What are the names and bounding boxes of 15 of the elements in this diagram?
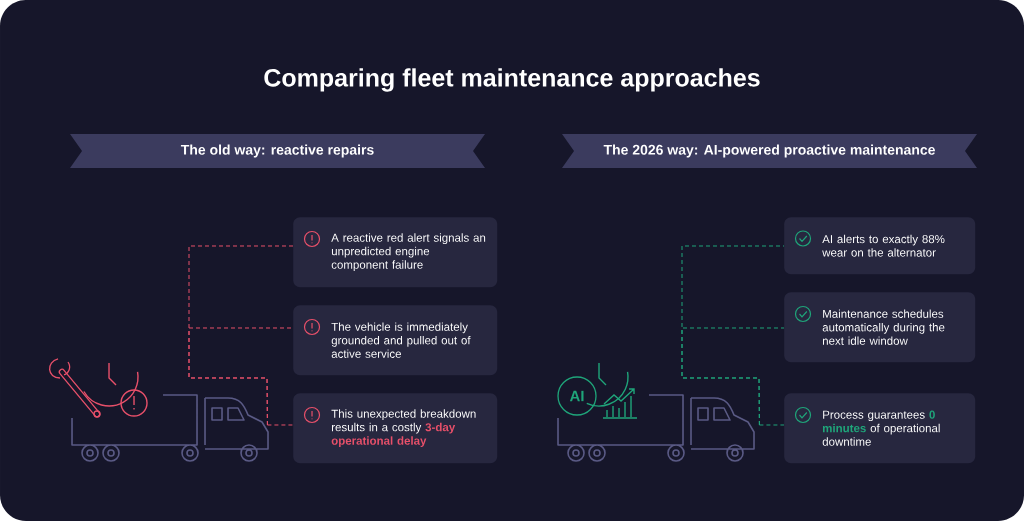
truck-drawing <box>557 362 755 462</box>
connector-line <box>758 424 785 426</box>
info-card: The vehicle is immediately grounded and pulled out of active service <box>293 305 498 376</box>
info-card: AI alerts to exactly 88% wear on the alternator <box>784 217 976 275</box>
info-card: Maintenance schedules automatically during the next idle window <box>784 292 976 363</box>
truck-drawing <box>49 358 269 462</box>
info-card: This unexpected breakdown results in a costly 3-day operational delay <box>293 393 498 464</box>
title: Comparing fleet maintenance approaches <box>264 68 760 92</box>
info-card: Process guarantees 0 minutes of operational downtime <box>784 393 976 464</box>
info-card: A reactive red alert signals an unpredicted engine component failure <box>293 217 498 288</box>
banner: The old way: reactive repairs <box>70 134 485 168</box>
connector-line <box>266 424 294 426</box>
icon-text: AI <box>569 390 584 402</box>
banner: The 2026 way: AI-powered proactive maintenance <box>562 134 977 168</box>
connector-line <box>681 327 785 426</box>
